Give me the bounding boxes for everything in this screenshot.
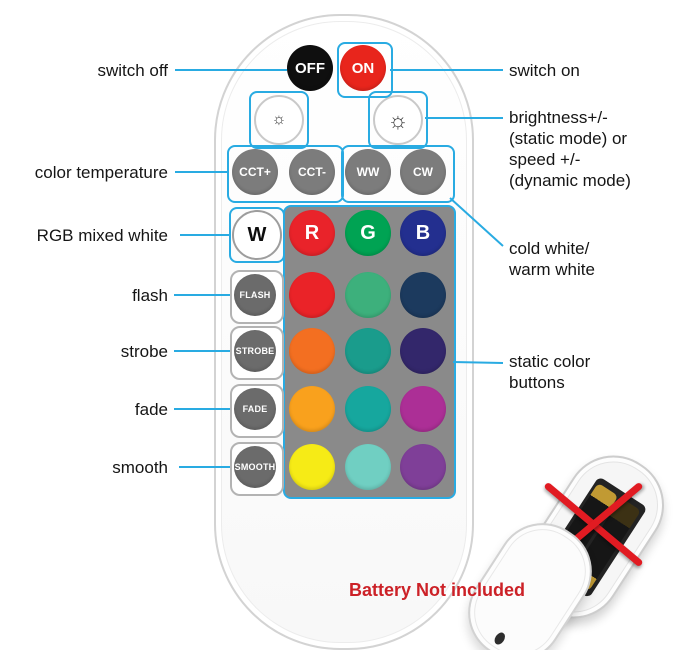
label-strobe: strobe (120, 342, 168, 361)
color-button[interactable] (289, 386, 335, 432)
cct-minus-button[interactable]: CCT- (289, 149, 335, 195)
brightness-down-icon: ☼ (271, 111, 287, 128)
color-button[interactable] (345, 444, 391, 490)
smooth-button[interactable]: SMOOTH (234, 446, 276, 488)
on-button[interactable]: ON (340, 45, 386, 91)
cold-white-button[interactable]: CW (400, 149, 446, 195)
battery-note: Battery Not included (349, 580, 526, 600)
color-button[interactable] (345, 272, 391, 318)
fade-button[interactable]: FADE (234, 388, 276, 430)
label-flash: flash (132, 286, 168, 305)
label-fade: fade (134, 400, 168, 419)
brightness-down-button[interactable]: ☼ (254, 95, 304, 145)
label-static-colors: static color buttons (509, 352, 591, 392)
label-switch-off: switch off (97, 61, 168, 80)
color-button[interactable] (400, 272, 446, 318)
color-button[interactable] (400, 444, 446, 490)
color-button[interactable] (400, 328, 446, 374)
green-button[interactable]: G (345, 210, 391, 256)
off-button[interactable]: OFF (287, 45, 333, 91)
cct-plus-button[interactable]: CCT+ (232, 149, 278, 195)
red-button[interactable]: R (289, 210, 335, 256)
color-button[interactable] (289, 272, 335, 318)
flash-button[interactable]: FLASH (234, 274, 276, 316)
warm-white-button[interactable]: WW (345, 149, 391, 195)
white-button[interactable]: W (232, 210, 282, 260)
label-cold-warm: cold white/ warm white (509, 239, 595, 279)
brightness-up-button[interactable]: ☼ (373, 95, 423, 145)
color-button[interactable] (400, 386, 446, 432)
blue-button[interactable]: B (400, 210, 446, 256)
label-smooth: smooth (112, 458, 168, 477)
color-button[interactable] (289, 328, 335, 374)
ir-hole (492, 630, 508, 647)
color-button[interactable] (289, 444, 335, 490)
label-rgb-mixed-white: RGB mixed white (36, 226, 168, 245)
color-button[interactable] (345, 386, 391, 432)
color-button[interactable] (345, 328, 391, 374)
label-brightness: brightness+/- (static mode) or speed +/-… (509, 108, 631, 190)
label-color-temperature: color temperature (34, 163, 168, 182)
brightness-up-icon: ☼ (387, 106, 409, 133)
label-switch-on: switch on (509, 61, 580, 80)
strobe-button[interactable]: STROBE (234, 330, 276, 372)
